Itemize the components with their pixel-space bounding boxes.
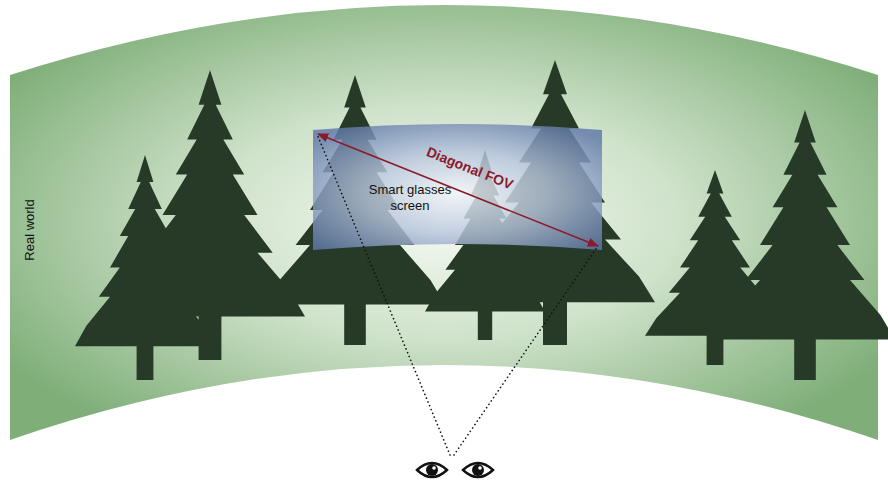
region-label: Real world (22, 180, 38, 280)
screen-label: Smart glasses screen (360, 182, 460, 214)
eye-symbol (417, 463, 447, 477)
eye-symbol (463, 463, 493, 477)
